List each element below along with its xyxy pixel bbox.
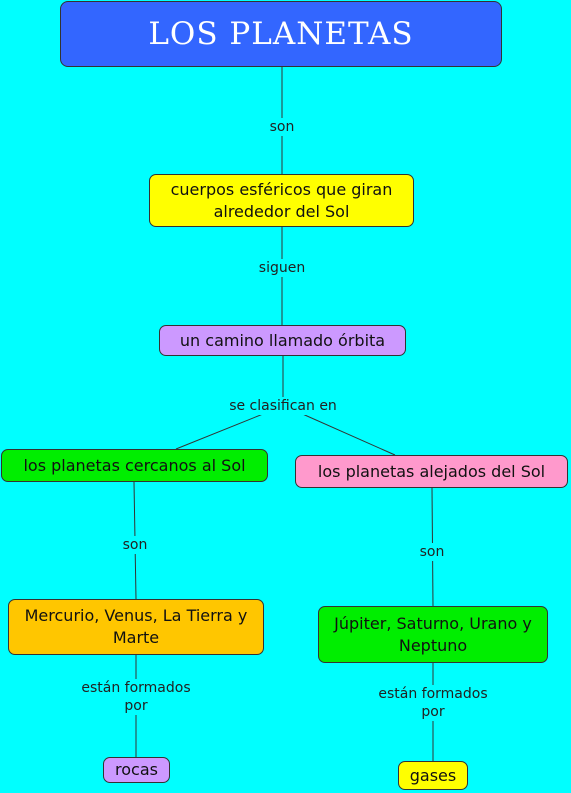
gases-node: gases <box>398 761 468 790</box>
link-label-made-near: están formados por <box>79 679 193 715</box>
line-classify-far <box>297 411 396 456</box>
near-planets-node: los planetas cercanos al Sol <box>1 449 268 482</box>
far-list-node: Júpiter, Saturno, Urano y Neptuno <box>318 606 548 663</box>
link-label-son-near: son <box>120 536 150 554</box>
far-planets-node: los planetas alejados del Sol <box>295 455 568 488</box>
link-label-son-far: son <box>417 543 447 561</box>
definition-node: cuerpos esféricos que giran alrededor de… <box>149 174 414 227</box>
near-list-node: Mercurio, Venus, La Tierra y Marte <box>8 599 264 655</box>
orbit-node: un camino llamado órbita <box>159 325 406 356</box>
link-label-classified: se clasifican en <box>227 397 339 415</box>
link-label-siguen: siguen <box>256 259 308 277</box>
link-label-made-far: están formados por <box>376 685 490 721</box>
title-node: LOS PLANETAS <box>60 1 502 67</box>
line-classify-near <box>175 411 269 450</box>
rocks-node: rocas <box>103 757 170 783</box>
link-label-son: son <box>267 118 297 136</box>
